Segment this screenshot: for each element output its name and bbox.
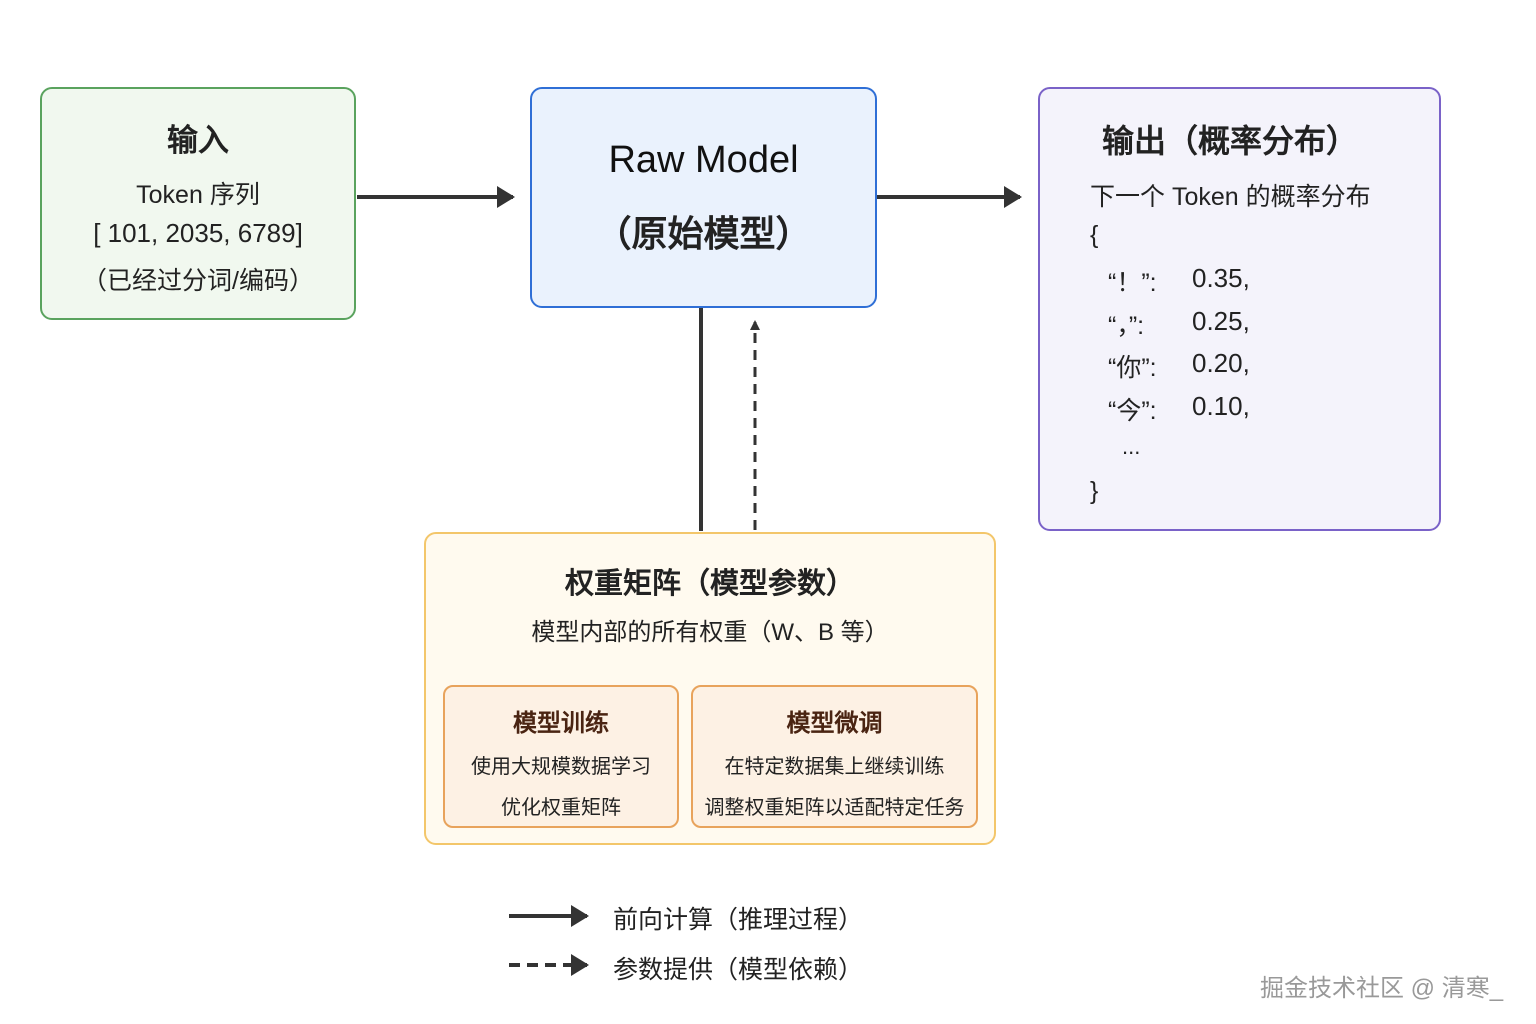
prob-token: “，”: <box>1108 312 1145 340</box>
training-title: 模型训练 <box>513 710 609 737</box>
watermark: 掘金技术社区 @ 清寒_ <box>1260 975 1504 1002</box>
prob-token: “今”: <box>1108 397 1157 425</box>
legend-solid-label: 前向计算（推理过程） <box>613 906 864 934</box>
finetune-line-1: 在特定数据集上继续训练 <box>724 756 945 778</box>
training-card: 模型训练 使用大规模数据学习 优化权重矩阵 <box>443 685 679 828</box>
input-node: 输入 Token 序列 [ 101, 2035, 6789] （已经过分词/编码… <box>40 87 356 320</box>
weights-title: 权重矩阵（模型参数） <box>564 568 855 600</box>
prob-value: 0.25, <box>1192 306 1250 336</box>
input-line-3: （已经过分词/编码） <box>82 267 314 295</box>
ellipsis: ... <box>1122 434 1141 459</box>
close-brace: } <box>1090 477 1099 505</box>
prob-token: “！”: <box>1108 269 1157 297</box>
weights-subtitle: 模型内部的所有权重（W、B 等） <box>531 619 889 646</box>
output-subtitle: 下一个 Token 的概率分布 <box>1090 183 1371 211</box>
prob-value: 0.10, <box>1192 391 1250 421</box>
prob-token: “你”: <box>1108 354 1157 382</box>
training-line-1: 使用大规模数据学习 <box>471 756 651 778</box>
finetune-title: 模型微调 <box>786 710 883 737</box>
prob-value: 0.35, <box>1192 263 1250 293</box>
input-title: 输入 <box>167 123 229 158</box>
finetune-line-2: 调整权重矩阵以适配特定任务 <box>704 797 965 819</box>
finetune-card: 模型微调 在特定数据集上继续训练 调整权重矩阵以适配特定任务 <box>691 685 978 828</box>
output-title: 输出（概率分布） <box>1102 123 1359 159</box>
input-line-1: Token 序列 <box>136 181 260 209</box>
model-subtitle: （原始模型） <box>595 213 812 254</box>
raw-model-node: Raw Model （原始模型） <box>530 87 877 308</box>
prob-value: 0.20, <box>1192 348 1250 378</box>
model-title: Raw Model <box>608 139 799 181</box>
training-line-2: 优化权重矩阵 <box>501 797 621 819</box>
input-line-2: [ 101, 2035, 6789] <box>93 218 303 248</box>
output-node: 输出（概率分布） 下一个 Token 的概率分布 { “！”: 0.35, “，… <box>1038 87 1441 531</box>
open-brace: { <box>1090 221 1099 249</box>
weights-node: 权重矩阵（模型参数） 模型内部的所有权重（W、B 等） 模型训练 使用大规模数据… <box>424 532 996 845</box>
legend-dashed-label: 参数提供（模型依赖） <box>613 956 864 984</box>
